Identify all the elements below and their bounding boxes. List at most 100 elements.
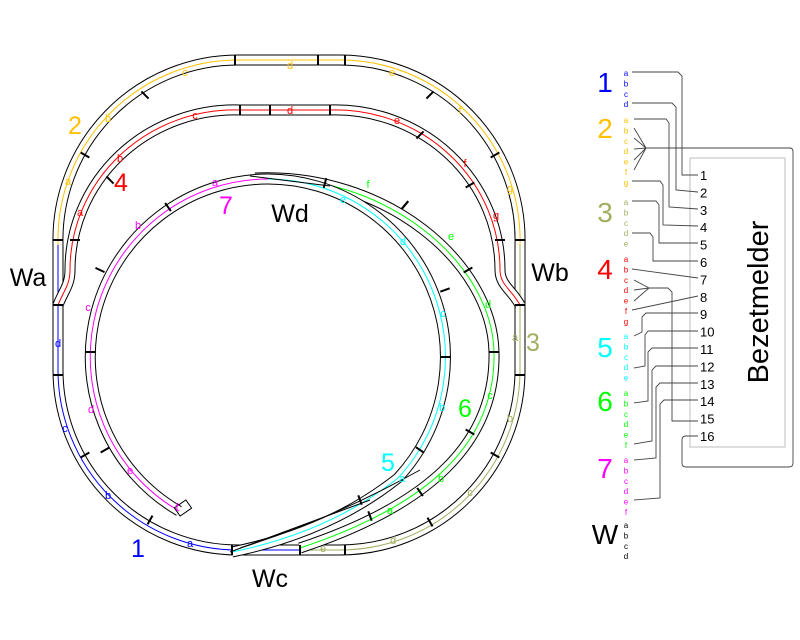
connector-wire xyxy=(633,312,698,337)
track-5-section-d: d xyxy=(400,236,406,248)
legend-track-3-section-e: e xyxy=(624,240,629,249)
track-7[interactable] xyxy=(84,173,269,516)
legend-track-4-section-e: e xyxy=(624,297,629,306)
section-divider xyxy=(80,451,90,459)
bezetmelder-output-9: 9 xyxy=(700,307,707,322)
legend-track-1-section-b: b xyxy=(624,79,629,88)
legend-track-5: 5 xyxy=(597,332,613,363)
section-divider xyxy=(415,446,425,454)
section-divider xyxy=(401,200,409,210)
connector-wire xyxy=(632,232,698,262)
legend-track-5-section-b: b xyxy=(624,342,629,351)
track-1-section-d: d xyxy=(55,338,61,350)
track-5-label: 5 xyxy=(381,449,395,477)
track-4-section-d: d xyxy=(287,105,293,117)
legend-track-4-section-a: a xyxy=(624,255,629,264)
track-6-section-a: a xyxy=(387,505,394,517)
legend-track-4-section-b: b xyxy=(624,265,629,274)
legend-track-3: 3 xyxy=(597,197,613,228)
legend-track-5-section-e: e xyxy=(624,374,629,383)
bezetmelder-output-5: 5 xyxy=(700,238,707,253)
legend-track-W-section-d: d xyxy=(624,552,628,561)
section-divider xyxy=(490,151,500,159)
bezetmelder-output-10: 10 xyxy=(700,325,714,340)
legend-track-3-section-c: c xyxy=(624,219,628,228)
legend-track-4-section-f: f xyxy=(625,307,628,316)
switch-label-wa: Wa xyxy=(10,264,47,292)
legend-track-1-section-a: a xyxy=(624,69,629,78)
legend-track-3-section-d: d xyxy=(624,229,628,238)
track-3-section-d: d xyxy=(390,535,396,547)
legend-track-6: 6 xyxy=(597,386,613,417)
tracks-layer xyxy=(52,54,526,558)
bezetmelder-output-1: 1 xyxy=(700,168,707,183)
section-divider xyxy=(140,90,150,100)
legend-track-7-section-e: e xyxy=(624,498,629,507)
track-2-section-g: g xyxy=(507,183,513,195)
track-5-section-e: e xyxy=(340,194,346,206)
connector-wire xyxy=(633,365,698,445)
track-5-section-a: a xyxy=(399,473,406,485)
bezetmelder-output-7: 7 xyxy=(700,272,707,287)
track-1-label: 1 xyxy=(131,535,145,563)
connector-wire xyxy=(631,295,699,311)
connector-wire xyxy=(633,382,698,461)
section-divider xyxy=(490,451,500,459)
connector-wire xyxy=(633,127,794,468)
section-divider xyxy=(439,287,451,293)
track-6-section-b: b xyxy=(438,473,444,485)
section-divider xyxy=(95,266,105,274)
buffer-stop-icon xyxy=(173,499,193,517)
legend-track-7-section-a: a xyxy=(624,456,629,465)
track-7-label: 7 xyxy=(219,192,233,220)
legend-track-4-section-d: d xyxy=(624,286,628,295)
bezetmelder-output-2: 2 xyxy=(700,185,707,200)
track-7-section-c: c xyxy=(85,302,91,314)
section-divider xyxy=(100,446,110,454)
legend-track-7-section-b: b xyxy=(624,466,629,475)
track-2[interactable] xyxy=(52,54,526,246)
track-5[interactable] xyxy=(230,173,451,558)
section-divider xyxy=(322,177,328,189)
switch-line xyxy=(239,469,421,549)
legend-track-W-section-a: a xyxy=(624,521,629,530)
section-divider xyxy=(416,487,424,497)
track-2-section-a: a xyxy=(65,176,72,188)
track-4-section-c: c xyxy=(192,110,198,122)
track-2-section-b: b xyxy=(105,113,111,125)
connector-wire xyxy=(633,330,698,369)
track-6-section-d: d xyxy=(485,299,491,311)
track-2-section-c: c xyxy=(182,67,188,79)
track-4-section-e: e xyxy=(394,115,400,127)
track-7-section-b: b xyxy=(135,220,141,232)
legend-track-6-section-f: f xyxy=(625,441,628,450)
bezetmelder-output-15: 15 xyxy=(700,412,714,427)
legend-track-1-section-c: c xyxy=(624,90,628,99)
legend-track-4-section-g: g xyxy=(624,317,628,326)
bezetmelder-title: Bezetmelder xyxy=(743,220,775,383)
legend-track-4: 4 xyxy=(597,254,613,285)
track-2-section-f: f xyxy=(458,105,462,117)
track-4[interactable] xyxy=(52,104,525,308)
track-2-label: 2 xyxy=(68,112,82,140)
track-3[interactable] xyxy=(300,245,526,556)
legend-track-2-section-g: g xyxy=(624,178,628,187)
switch-label-wb: Wb xyxy=(531,259,569,287)
bezetmelder-output-11: 11 xyxy=(700,342,714,357)
section-divider xyxy=(146,515,154,525)
connector-wire xyxy=(632,102,699,193)
bezetmelder-output-6: 6 xyxy=(700,255,707,270)
switch-label-wc: Wc xyxy=(252,565,288,593)
switch-line xyxy=(249,175,331,187)
track-1[interactable] xyxy=(52,245,300,556)
track-5-section-c: c xyxy=(440,308,446,320)
legend-track-4-section-c: c xyxy=(624,276,628,285)
legend-track-7-section-c: c xyxy=(624,477,628,486)
track-3-section-e: e xyxy=(320,543,326,555)
bezetmelder-output-12: 12 xyxy=(700,359,714,374)
legend-track-2-section-a: a xyxy=(624,116,629,125)
track-3-section-a: a xyxy=(512,332,519,344)
